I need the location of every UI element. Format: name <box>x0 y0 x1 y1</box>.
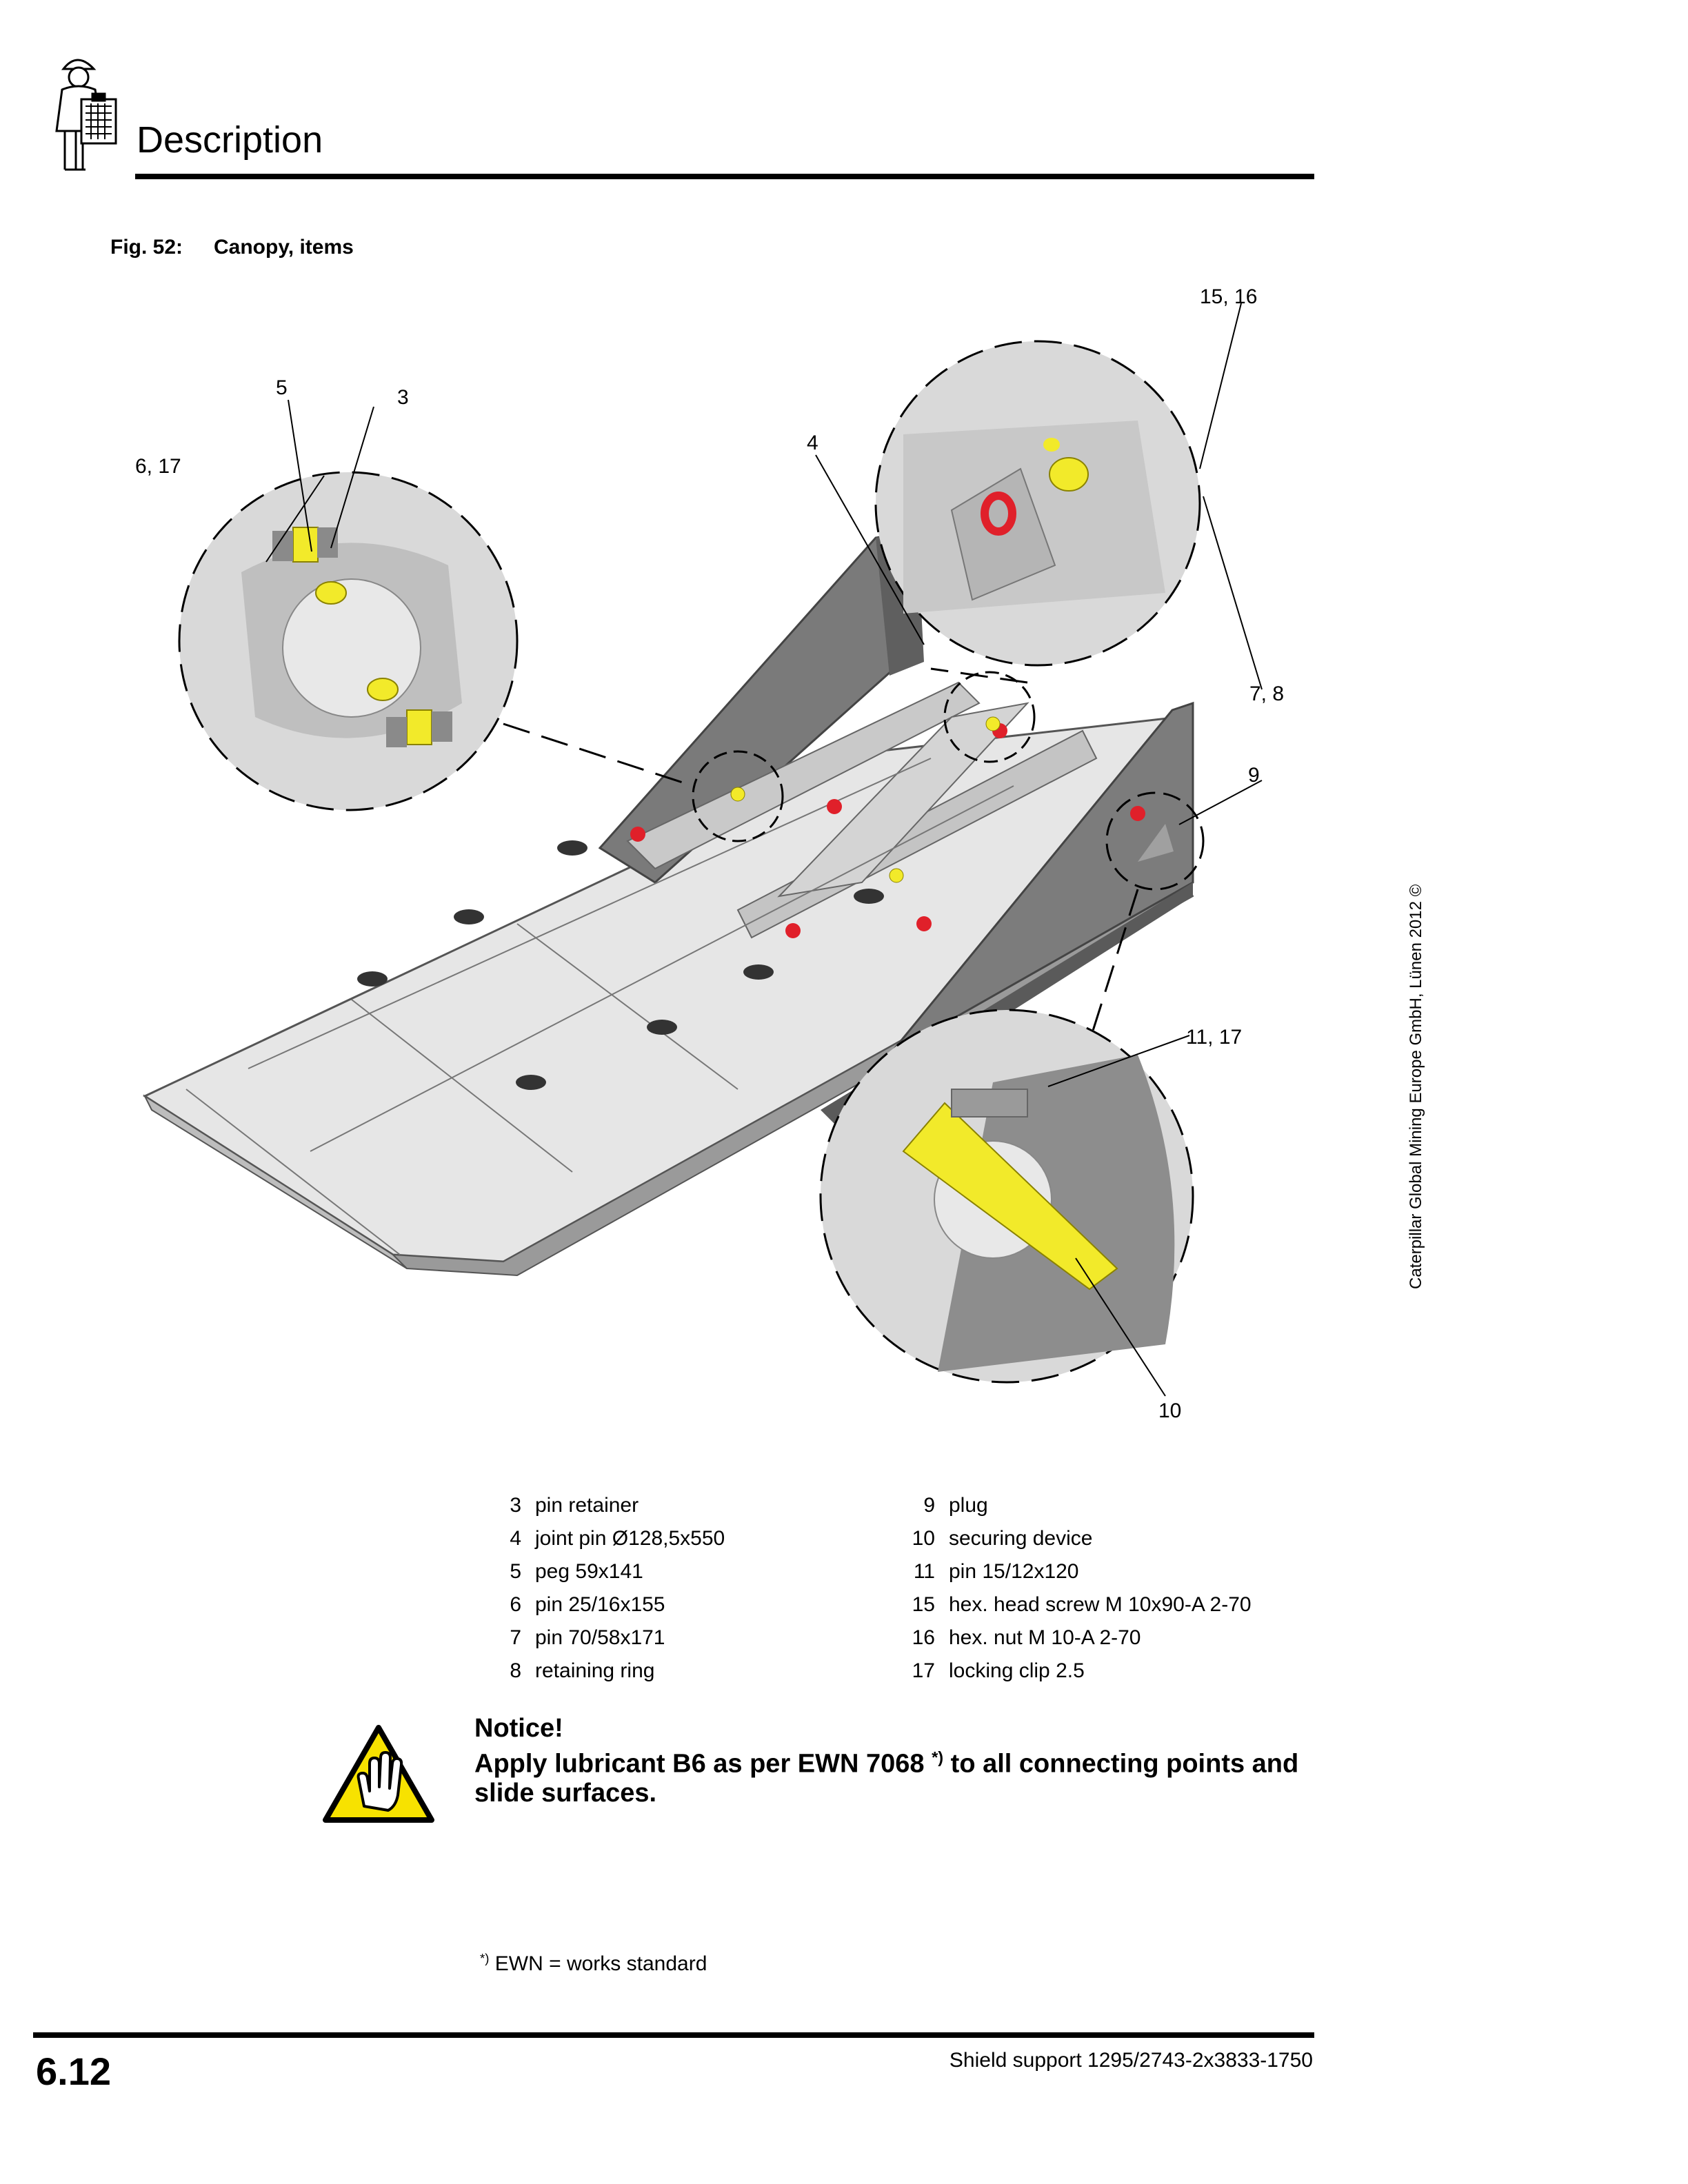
notice-title: Notice! <box>474 1714 563 1743</box>
detail-15-16 <box>903 421 1165 614</box>
callout-3: 3 <box>397 386 409 409</box>
figure-number: Fig. 52: <box>110 236 183 259</box>
canopy-illustration: 15, 16 5 3 4 6, 17 7, 8 9 11, 17 10 <box>135 285 1284 1422</box>
hand-warning-icon <box>323 1725 434 1823</box>
page-number: 6.12 <box>36 2050 111 2093</box>
notice-block: Notice! Apply lubricant B6 as per EWN 70… <box>474 1714 1329 1808</box>
footer-rule <box>33 2032 1314 2038</box>
callout-7-8: 7, 8 <box>1249 682 1284 705</box>
technician-clipboard-icon <box>55 59 117 171</box>
detail-9-10-11 <box>902 1055 1175 1372</box>
header-rule <box>135 174 1314 179</box>
footnote: *) EWN = works standard <box>480 1951 707 1975</box>
callout-4: 4 <box>807 432 818 454</box>
callout-10: 10 <box>1158 1399 1181 1422</box>
figure-title: Canopy, items <box>214 236 354 259</box>
callout-11-17: 11, 17 <box>1186 1026 1242 1049</box>
callout-15-16: 15, 16 <box>1200 285 1257 308</box>
document-reference: Shield support 1295/2743-2x3833-1750 <box>949 2049 1313 2072</box>
canopy-body <box>142 529 1194 1277</box>
detail-5-3 <box>241 527 462 747</box>
figure-caption: Fig. 52: Canopy, items <box>110 236 354 259</box>
callout-6-17: 6, 17 <box>135 455 181 478</box>
copyright-notice: Caterpillar Global Mining Europe GmbH, L… <box>1407 884 1425 1289</box>
callout-9: 9 <box>1248 764 1260 787</box>
page-title: Description <box>137 119 323 161</box>
notice-text: Apply lubricant B6 as per EWN 7068 *) to… <box>474 1748 1299 1808</box>
callout-5: 5 <box>276 376 288 399</box>
